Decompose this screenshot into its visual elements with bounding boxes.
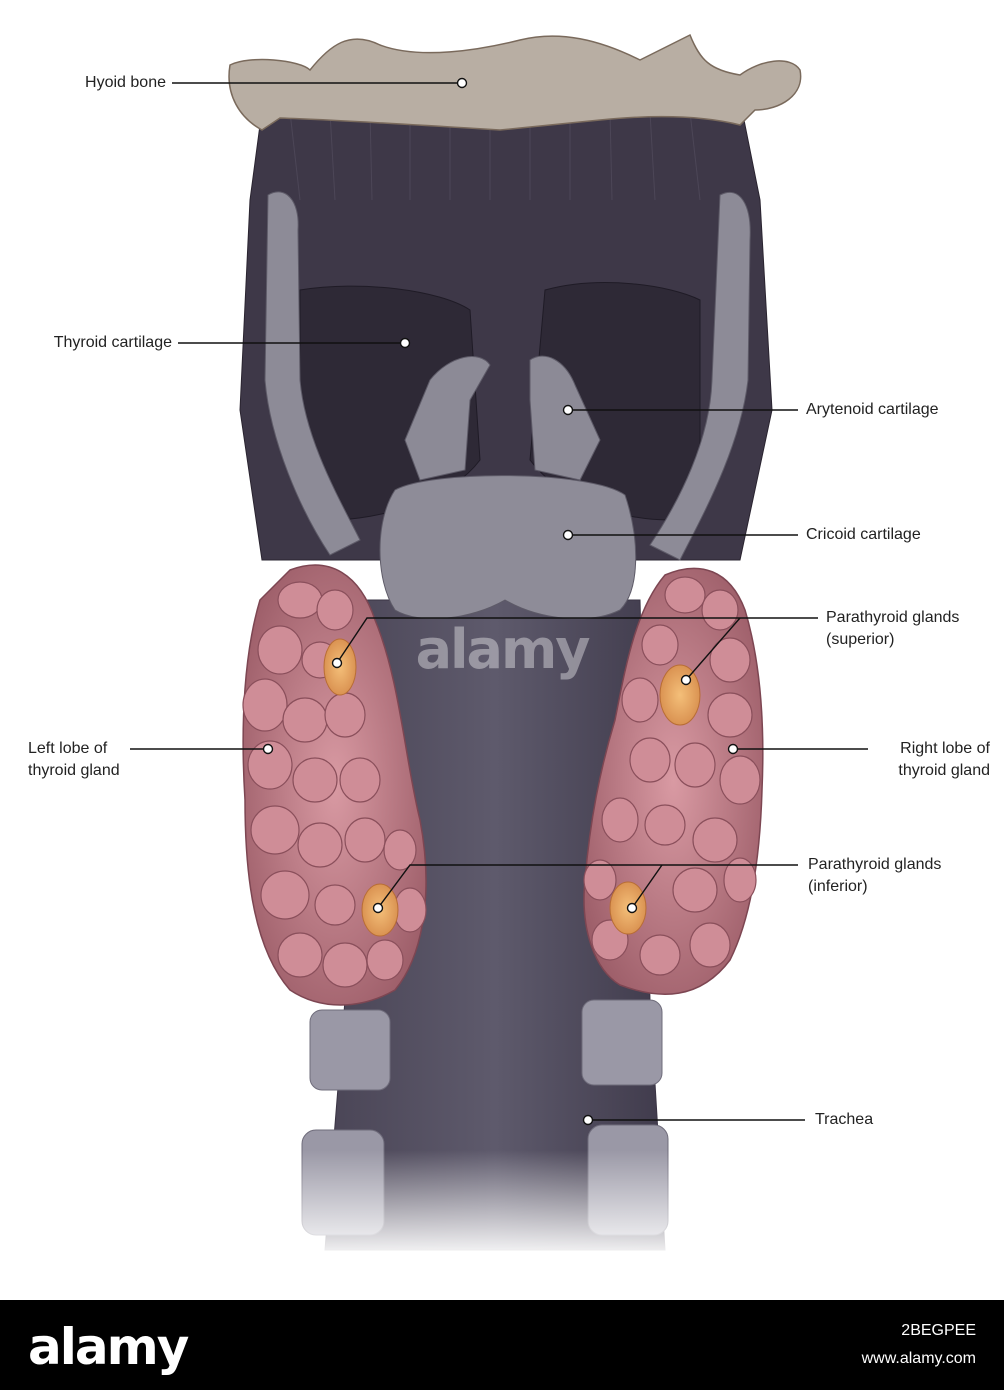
label-parathyroid-inferior-line1: Parathyroid glands	[808, 856, 942, 873]
thyroid-cartilage-left-horn	[264, 191, 361, 556]
label-thyroid-cartilage: Thyroid cartilage	[53, 334, 172, 351]
arytenoid-cartilage-left	[404, 356, 491, 481]
label-right-lobe-line2: thyroid gland	[898, 762, 990, 779]
hyoid-bone	[228, 33, 802, 131]
anatomy-illustration: alamy Hyoid bone Thyroid cartilage Aryte…	[28, 33, 990, 1260]
thyroid-cartilage-right-horn	[649, 192, 751, 561]
label-parathyroid-inferior-line2: (inferior)	[808, 878, 868, 895]
label-cricoid-cartilage: Cricoid cartilage	[806, 526, 921, 543]
alamy-logo: alamy	[28, 1318, 189, 1376]
label-hyoid-bone: Hyoid bone	[85, 74, 166, 91]
label-parathyroid-superior-line2: (superior)	[826, 631, 895, 648]
watermark-text: alamy	[415, 618, 591, 681]
stock-footer-bar: alamy 2BEGPEE www.alamy.com	[0, 1300, 1004, 1390]
label-parathyroid-superior-line1: Parathyroid glands	[826, 609, 960, 626]
label-right-lobe-line1: Right lobe of	[900, 740, 990, 757]
label-parathyroid-superior: Parathyroid glands (superior)	[826, 607, 959, 651]
label-left-lobe-line1: Left lobe of	[28, 740, 108, 757]
arytenoid-cartilage-right	[529, 355, 601, 481]
label-arytenoid-cartilage: Arytenoid cartilage	[806, 401, 939, 418]
label-trachea: Trachea	[815, 1111, 874, 1128]
thyroid-left-lobe	[242, 564, 427, 1006]
leader-lines	[130, 77, 868, 1126]
cricoid-cartilage	[379, 475, 637, 620]
label-parathyroid-inferior: Parathyroid glands (inferior)	[808, 854, 941, 898]
label-left-lobe: Left lobe of thyroid gland	[28, 738, 120, 782]
site-url: www.alamy.com	[861, 1350, 976, 1367]
larynx-thyroid-diagram	[130, 33, 868, 1260]
label-right-lobe: Right lobe of thyroid gland	[898, 738, 990, 782]
image-id: 2BEGPEE	[901, 1322, 976, 1339]
label-left-lobe-line2: thyroid gland	[28, 762, 120, 779]
